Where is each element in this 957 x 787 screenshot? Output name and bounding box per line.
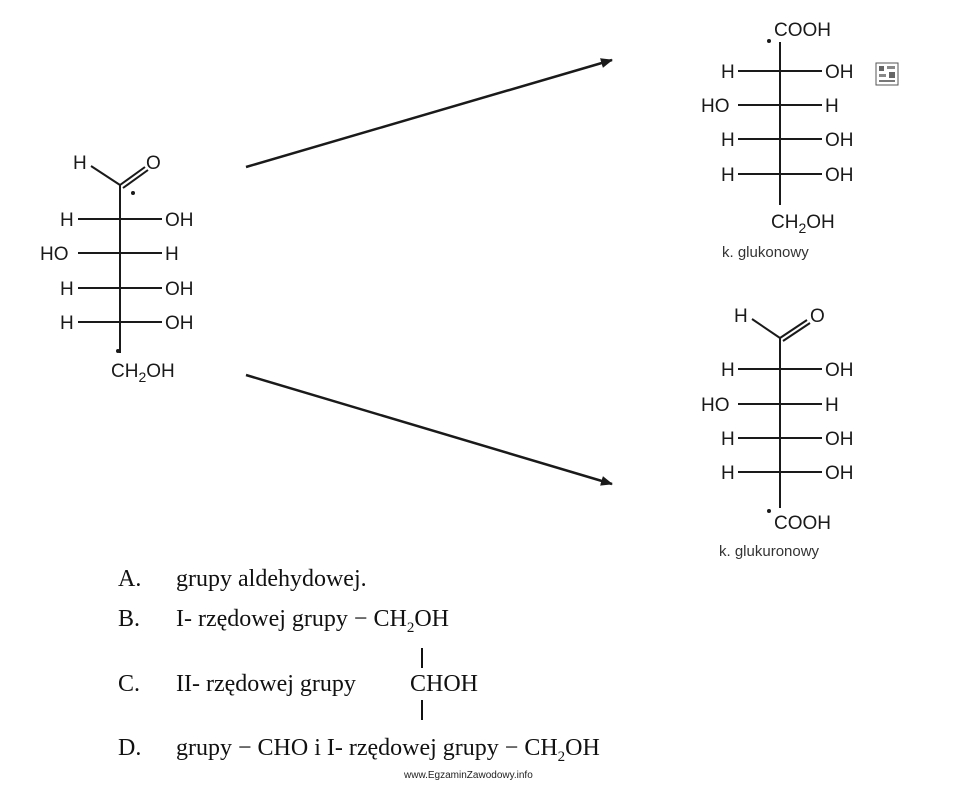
glucuronic-c5-right: OH <box>825 463 854 484</box>
answer-a-text: grupy aldehydowej. <box>176 566 367 592</box>
gluconic-structure: COOH H OH HO H H OH H OH CH2OH k. glukon… <box>701 20 899 261</box>
glucuronic-bottom: COOH <box>774 513 831 534</box>
watermark-logo <box>875 62 899 86</box>
bond-up-line <box>421 648 423 668</box>
arrow-to-gluconic <box>245 58 613 169</box>
glucose-c2-right: OH <box>165 210 194 231</box>
glucuronic-c3-right: H <box>825 395 839 416</box>
glucose-c4-left: H <box>60 279 74 300</box>
gluconic-c2-left: H <box>721 62 735 83</box>
glucuronic-c2-right: OH <box>825 360 854 381</box>
glucose-aldehyde-o: O <box>146 153 161 174</box>
arrow-to-glucuronic <box>245 373 613 486</box>
gluconic-c2-right: OH <box>825 62 854 83</box>
glucuronic-c4-right: OH <box>825 429 854 450</box>
gluconic-c5-right: OH <box>825 165 854 186</box>
glucose-bottom: CH2OH <box>111 361 175 385</box>
gluconic-c4-right: OH <box>825 130 854 151</box>
gluconic-c3-left: HO <box>701 96 730 117</box>
gluconic-c4-left: H <box>721 130 735 151</box>
answer-a-letter: A. <box>118 566 142 592</box>
glucose-structure: H O H OH HO H H OH H OH CH2OH <box>40 153 194 385</box>
glucose-c5-left: H <box>60 313 74 334</box>
answer-c-letter: C. <box>118 671 141 697</box>
gluconic-c3-right: H <box>825 96 839 117</box>
gluconic-top: COOH <box>774 20 831 41</box>
bond-down-line <box>421 700 423 720</box>
glucuronic-c2-left: H <box>721 360 735 381</box>
glucuronic-aldehyde-o: O <box>810 306 825 327</box>
gluconic-c5-left: H <box>721 165 735 186</box>
answer-d-letter: D. <box>118 735 142 761</box>
glucose-c3-left: HO <box>40 244 69 265</box>
answer-c-group: CHOH <box>410 671 479 697</box>
glucose-c2-left: H <box>60 210 74 231</box>
answer-b-text: I- rzędowej grupy − CH2OH <box>176 606 449 636</box>
answer-d-text: grupy − CHO i I- rzędowej grupy − CH2OH <box>176 735 600 765</box>
glucuronic-aldehyde-h: H <box>734 306 748 327</box>
answer-b-letter: B. <box>118 606 141 632</box>
glucose-c4-right: OH <box>165 279 194 300</box>
glucuronic-c4-left: H <box>721 429 735 450</box>
glucuronic-caption: k. glukuronowy <box>719 543 820 560</box>
gluconic-bottom: CH2OH <box>771 212 835 236</box>
answer-c-text: II- rzędowej grupy <box>176 671 356 697</box>
glucuronic-structure: H O H OH HO H H OH H OH COOH k. glukuron… <box>701 306 854 560</box>
glucose-c5-right: OH <box>165 313 194 334</box>
glucuronic-c3-left: HO <box>701 395 730 416</box>
glucose-aldehyde-h: H <box>73 153 87 174</box>
glucuronic-c5-left: H <box>721 463 735 484</box>
footer-url: www.EgzaminZawodowy.info <box>404 770 533 781</box>
gluconic-caption: k. glukonowy <box>722 244 809 261</box>
glucose-c3-right: H <box>165 244 179 265</box>
